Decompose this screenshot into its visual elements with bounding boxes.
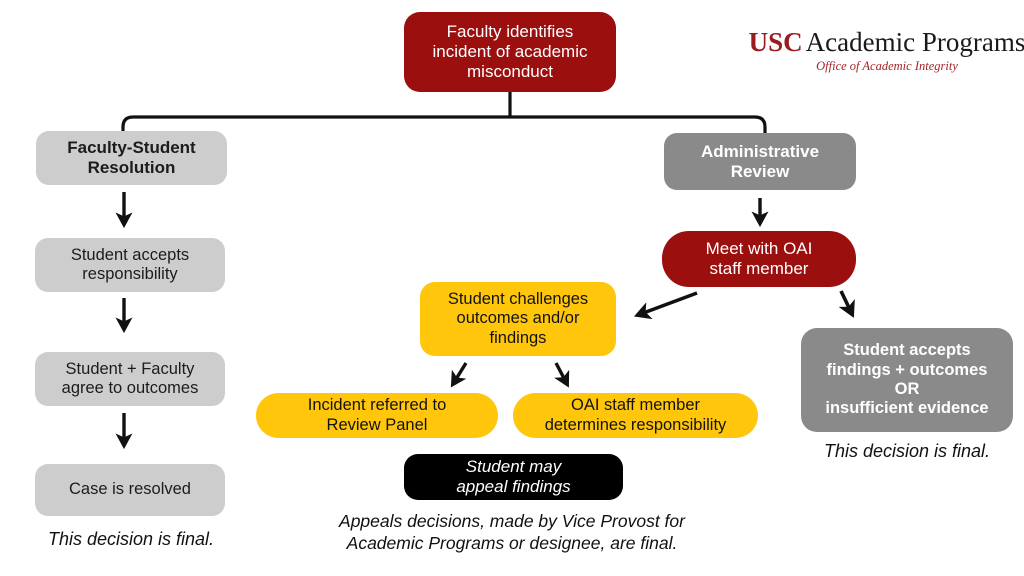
- node-administrative-review: Administrative Review: [664, 133, 856, 190]
- arrow-challenges-to-panel: [450, 362, 468, 388]
- usc-academic-programs-logo: USC Academic Programs Office of Academic…: [749, 27, 1024, 74]
- node-meet-with-oai-staff: Meet with OAI staff member: [662, 231, 856, 287]
- connector-branch-bar: [121, 115, 767, 134]
- left-decision-final-note: This decision is final.: [47, 529, 215, 549]
- logo-subtitle-text: Office of Academic Integrity: [816, 59, 958, 73]
- appeals-decision-note: Appeals decisions, made by Vice Provost …: [339, 511, 685, 553]
- node-faculty-identifies-incident: Faculty identifies incident of academic …: [404, 12, 616, 92]
- arrow-meet-to-acceptsfindings: [838, 290, 855, 318]
- node-student-may-appeal: Student may appeal findings: [404, 454, 623, 500]
- node-student-challenges-outcomes: Student challenges outcomes and/or findi…: [420, 282, 616, 356]
- arrow-challenges-to-determines: [554, 362, 570, 388]
- logo-title-text: Academic Programs: [805, 27, 1024, 57]
- node-case-is-resolved: Case is resolved: [35, 464, 225, 516]
- right-decision-final-note: This decision is final.: [823, 441, 991, 461]
- node-student-accepts-responsibility: Student accepts responsibility: [35, 238, 225, 292]
- node-student-accepts-findings-or-insufficient: Student accepts findings + outcomes OR i…: [801, 328, 1013, 432]
- node-student-faculty-agree-outcomes: Student + Faculty agree to outcomes: [35, 352, 225, 406]
- logo-wordmark: USC Academic Programs: [749, 27, 1024, 58]
- logo-usc-text: USC: [748, 27, 803, 57]
- node-incident-referred-review-panel: Incident referred to Review Panel: [256, 393, 498, 438]
- arrow-meet-to-challenges: [633, 291, 698, 320]
- node-oai-determines-responsibility: OAI staff member determines responsibili…: [513, 393, 758, 438]
- node-faculty-student-resolution: Faculty-Student Resolution: [36, 131, 227, 185]
